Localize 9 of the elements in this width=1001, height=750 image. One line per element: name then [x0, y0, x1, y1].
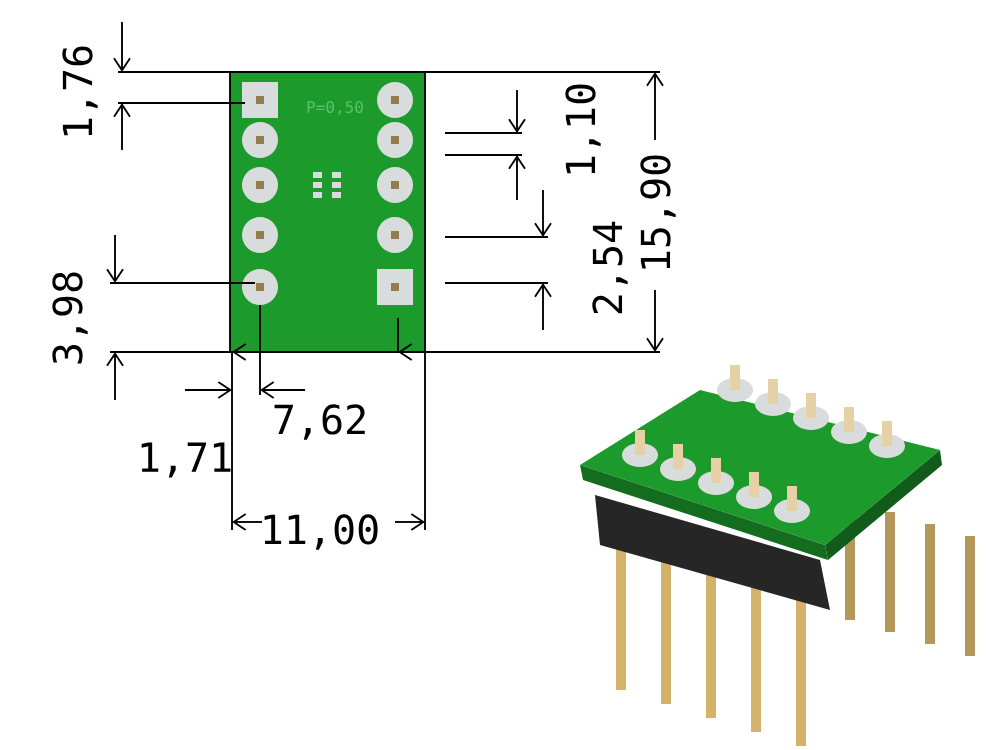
dimension-value: 15,90 — [640, 155, 676, 269]
dimension-value: 3,98 — [52, 272, 88, 364]
dimension-value: 1,71 — [141, 442, 231, 478]
dimension-value: 2,54 — [592, 221, 628, 314]
dimension-value: 11,00 — [264, 514, 378, 550]
dimension-value: 1,76 — [62, 46, 98, 136]
board-marking: P=0,50 — [307, 100, 363, 116]
dimension-value: 7,62 — [274, 404, 365, 440]
dimension-value: 1,10 — [565, 84, 601, 174]
